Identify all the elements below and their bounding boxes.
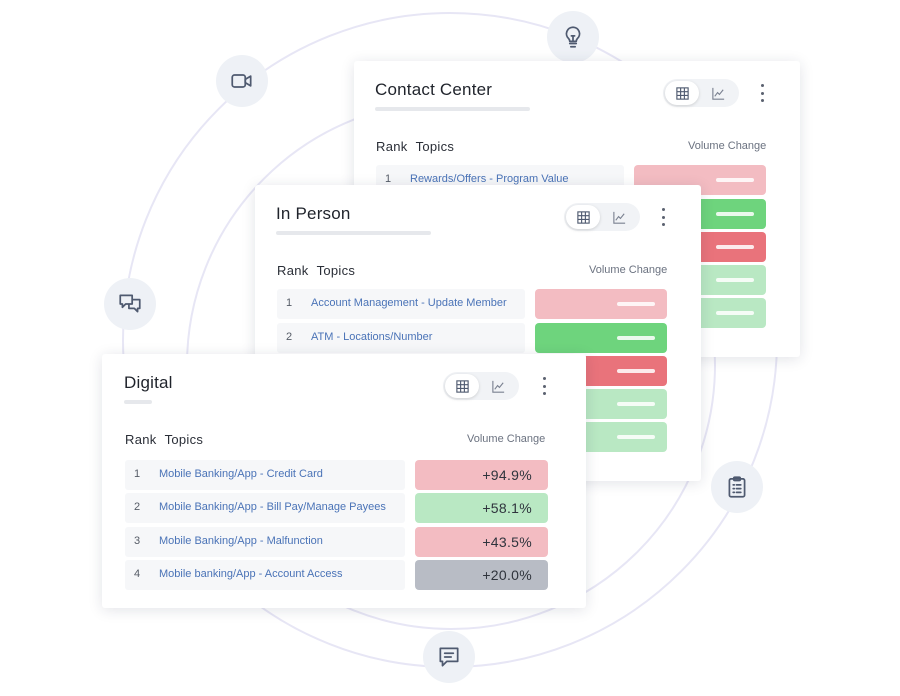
more-options-button[interactable] xyxy=(658,206,668,228)
topics-label: Topics xyxy=(415,139,455,154)
volume-change-value: +43.5% xyxy=(482,534,532,550)
row-topic-link[interactable]: Mobile Banking/App - Credit Card xyxy=(159,468,323,480)
clipboard-icon xyxy=(711,461,763,513)
card-title: Contact Center xyxy=(375,80,493,99)
card-title: Digital xyxy=(124,373,173,392)
table-row[interactable]: 1 Mobile Banking/App - Credit Card xyxy=(125,460,405,490)
topics-label: Topics xyxy=(164,432,204,447)
message-icon xyxy=(423,631,475,683)
chart-view-button[interactable] xyxy=(602,205,636,229)
column-header-rank-topics: Rank Topics xyxy=(125,432,203,447)
digital-card: Digital Rank Topics Volume Change 1 Mobil… xyxy=(102,354,586,608)
row-rank: 1 xyxy=(385,173,392,185)
more-options-button[interactable] xyxy=(757,82,767,104)
line-chart-icon xyxy=(612,211,625,224)
table-row[interactable]: 3 Mobile Banking/App - Malfunction xyxy=(125,527,405,557)
table-icon xyxy=(455,379,469,393)
volume-change-label: Volume Change xyxy=(467,433,546,445)
title-underline xyxy=(124,400,152,404)
row-rank: 4 xyxy=(134,568,141,580)
row-topic-link[interactable]: Mobile Banking/App - Bill Pay/Manage Pay… xyxy=(159,501,386,513)
line-chart-icon xyxy=(491,380,504,393)
volume-bar xyxy=(535,289,667,319)
volume-change-badge: +20.0% xyxy=(415,560,548,590)
more-options-button[interactable] xyxy=(539,375,549,397)
view-toggle xyxy=(663,79,739,107)
row-rank: 1 xyxy=(286,297,293,309)
table-row[interactable]: 4 Mobile banking/App - Account Access xyxy=(125,560,405,590)
rank-label: Rank xyxy=(376,139,408,154)
row-rank: 3 xyxy=(134,535,141,547)
chart-view-button[interactable] xyxy=(701,81,735,105)
row-topic-link[interactable]: Mobile banking/App - Account Access xyxy=(159,568,343,580)
table-icon xyxy=(675,86,689,100)
column-header-rank-topics: Rank Topics xyxy=(376,139,454,154)
volume-change-value: +20.0% xyxy=(482,567,532,583)
table-row[interactable]: 1 Account Management - Update Member xyxy=(277,289,525,319)
row-topic-link[interactable]: Rewards/Offers - Program Value xyxy=(410,173,569,185)
table-view-button[interactable] xyxy=(566,205,600,229)
rank-label: Rank xyxy=(125,432,157,447)
chart-view-button[interactable] xyxy=(481,374,515,398)
volume-change-label: Volume Change xyxy=(589,264,668,276)
row-rank: 2 xyxy=(286,331,293,343)
lightbulb-icon xyxy=(547,11,599,63)
column-header-rank-topics: Rank Topics xyxy=(277,263,355,278)
volume-change-badge: +94.9% xyxy=(415,460,548,490)
row-topic-link[interactable]: ATM - Locations/Number xyxy=(311,331,433,343)
row-rank: 2 xyxy=(134,501,141,513)
table-view-button[interactable] xyxy=(445,374,479,398)
row-topic-link[interactable]: Mobile Banking/App - Malfunction xyxy=(159,535,323,547)
volume-change-badge: +43.5% xyxy=(415,527,548,557)
volume-change-value: +94.9% xyxy=(482,467,532,483)
table-icon xyxy=(576,210,590,224)
card-title: In Person xyxy=(276,204,351,223)
rank-label: Rank xyxy=(277,263,309,278)
view-toggle xyxy=(443,372,519,400)
table-view-button[interactable] xyxy=(665,81,699,105)
line-chart-icon xyxy=(711,87,724,100)
row-topic-link[interactable]: Account Management - Update Member xyxy=(311,297,507,309)
volume-change-badge: +58.1% xyxy=(415,493,548,523)
table-row[interactable]: 2 ATM - Locations/Number xyxy=(277,323,525,353)
view-toggle xyxy=(564,203,640,231)
title-underline xyxy=(375,107,530,111)
volume-change-value: +58.1% xyxy=(482,500,532,516)
volume-bar xyxy=(535,323,667,353)
chat-bubbles-icon xyxy=(104,278,156,330)
table-row[interactable]: 2 Mobile Banking/App - Bill Pay/Manage P… xyxy=(125,493,405,523)
video-camera-icon xyxy=(216,55,268,107)
title-underline xyxy=(276,231,431,235)
row-rank: 1 xyxy=(134,468,141,480)
topics-label: Topics xyxy=(316,263,356,278)
volume-change-label: Volume Change xyxy=(688,140,767,152)
